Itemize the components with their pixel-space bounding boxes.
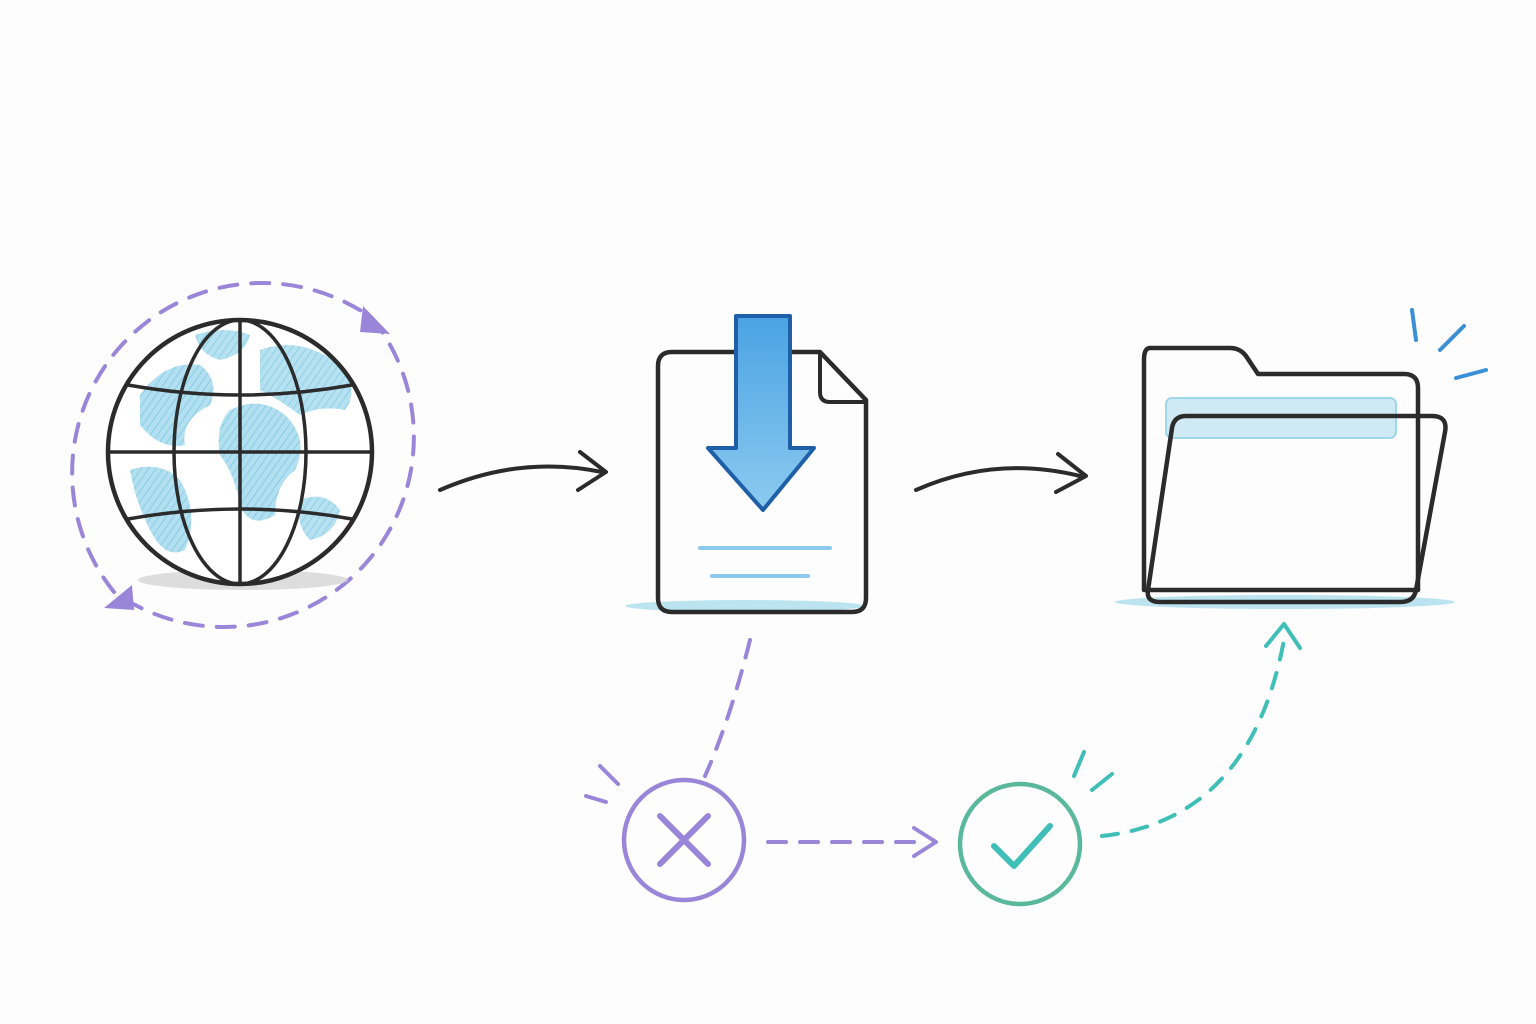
retry-arrow [766,826,938,858]
x-circle-icon [621,777,747,903]
refresh-cycle-icon [70,281,416,629]
success-to-folder-arrow [1100,622,1302,838]
check-circle-icon [957,781,1083,907]
failure-node [584,764,747,903]
open-folder-icon [1141,345,1448,605]
success-node [957,750,1114,907]
branch-to-failure [703,638,752,778]
download-file-node [625,314,869,615]
globe-icon [105,317,375,587]
cycle-arrowhead-top [360,306,390,334]
document-shadow [625,600,865,612]
download-arrow-icon [706,314,816,512]
folder-node [1115,308,1488,609]
cycle-arrowhead-bottom [104,585,134,610]
flow-arrow-2 [914,452,1088,494]
flow-arrow-1 [438,450,608,492]
success-sparkle-icon [1072,750,1114,792]
sparkle-icon [1410,308,1488,380]
document-icon [655,349,869,615]
globe-node [70,281,416,629]
failure-sparkle-icon [584,764,620,804]
